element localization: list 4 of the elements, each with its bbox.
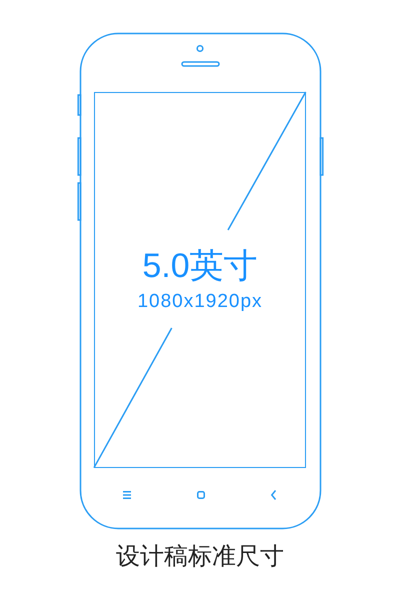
resolution-label: 1080x1920px xyxy=(137,290,263,314)
caption: 设计稿标准尺寸 xyxy=(116,542,284,572)
screen-box xyxy=(94,92,306,468)
screen-size-label: 5.0英寸 xyxy=(142,246,258,287)
